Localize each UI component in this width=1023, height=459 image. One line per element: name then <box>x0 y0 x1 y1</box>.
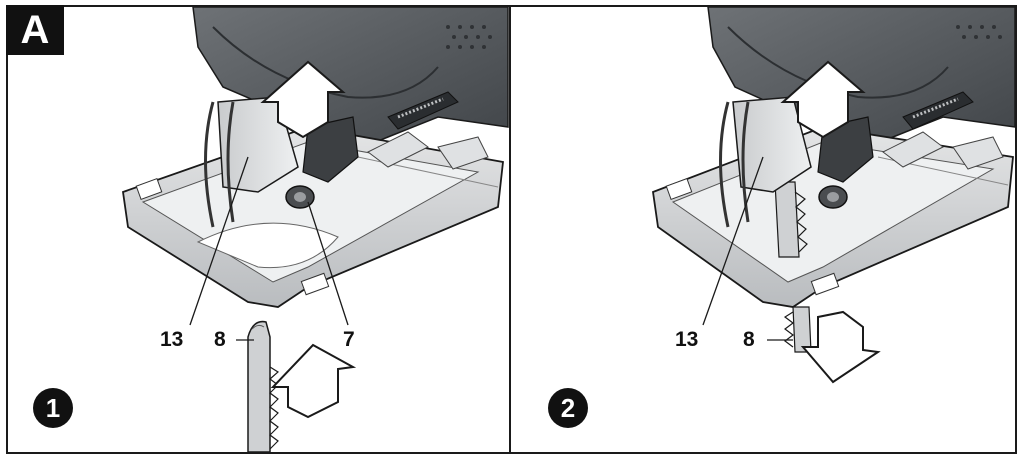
panel-divider <box>509 5 511 454</box>
up-arrow-icon <box>780 60 866 139</box>
grip-texture <box>956 25 1002 39</box>
figure-badge: A <box>6 5 64 55</box>
panel-2-illustration <box>652 7 1015 384</box>
panel-1-illustration <box>122 7 509 452</box>
insert-arrow-icon <box>270 343 357 419</box>
figure-frame <box>6 5 1017 454</box>
blade-guard <box>719 96 812 228</box>
step-number-2: 2 <box>548 388 588 428</box>
callout-8: 8 <box>214 328 226 351</box>
grip-texture <box>446 25 492 49</box>
step-number-1: 1 <box>33 388 73 428</box>
up-arrow-icon <box>260 60 346 139</box>
leader-13 <box>189 156 249 326</box>
release-lever <box>285 116 359 209</box>
callout-13: 13 <box>160 328 184 351</box>
leader-13 <box>702 156 764 326</box>
down-arrow-icon <box>800 310 881 384</box>
leader-7 <box>307 201 349 326</box>
callout-13: 13 <box>675 328 699 351</box>
panel-2: 13 8 2 <box>513 7 1015 452</box>
callout-7: 7 <box>343 328 355 351</box>
release-lever <box>817 116 874 209</box>
callout-8: 8 <box>743 328 755 351</box>
saw-blade <box>247 320 280 452</box>
panel-1: 13 8 7 1 <box>8 7 509 452</box>
saw-housing <box>192 7 509 158</box>
saw-blade-falling <box>783 306 812 353</box>
